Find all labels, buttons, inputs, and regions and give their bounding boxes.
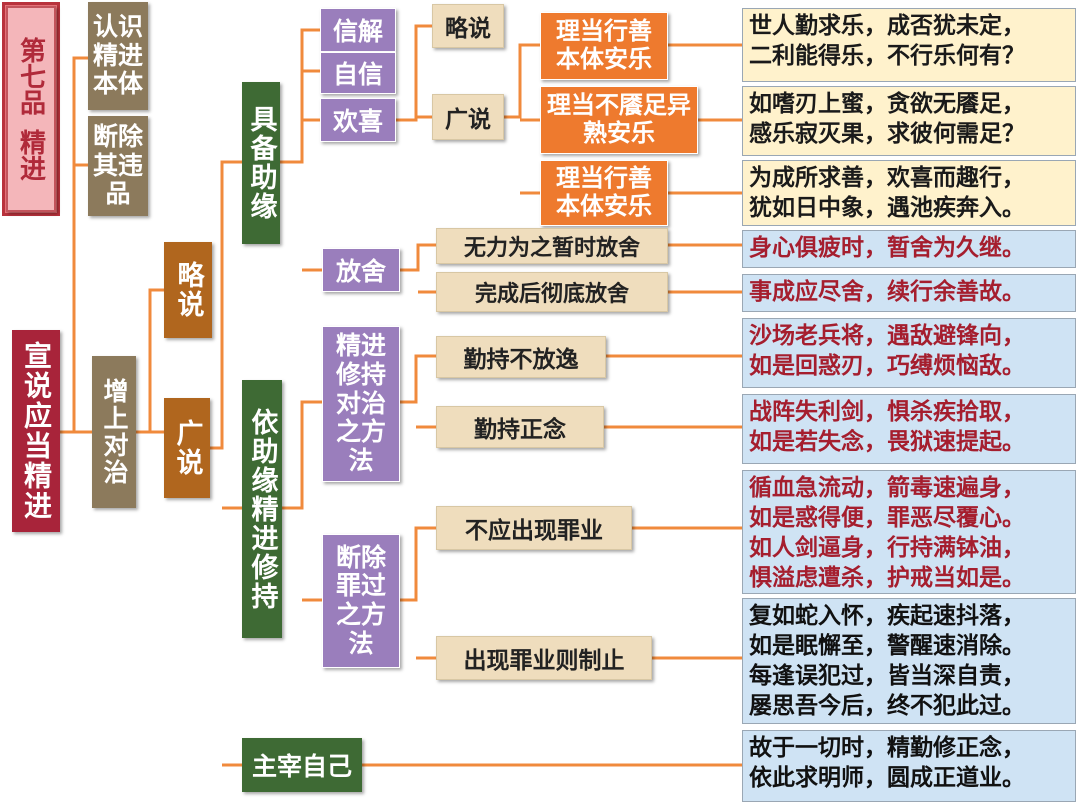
- node-practice-with-aids-label: 依助缘精进修持: [246, 407, 278, 611]
- root-node: 宣说应当精进: [12, 330, 60, 532]
- node-complete-rest-label: 完成后彻底放舍: [474, 282, 629, 307]
- verse-note-2: 如嗜刃上蜜，贪欲无餍足， 感乐寂灭果，求彼何需足？: [742, 86, 1076, 156]
- node-joy-brief: 略说: [432, 4, 504, 48]
- node-diligent-heedful: 勤持不放逸: [436, 336, 606, 378]
- node-aids-label: 具备助缘: [245, 105, 277, 221]
- node-increase-remedy-label: 增上对治: [100, 378, 129, 486]
- node-joy-brief-label: 略说: [445, 16, 491, 42]
- node-temporary-rest: 无力为之暂时放舍: [436, 228, 668, 264]
- node-cut-method-label: 断除罪过之方法: [335, 542, 386, 658]
- node-aids: 具备助缘: [242, 82, 280, 244]
- node-prevent-misdeed-label: 不应出现罪业: [465, 518, 603, 544]
- verse-line: 如嗜刃上蜜，贪欲无餍足，: [749, 91, 1025, 117]
- node-cut-method: 断除罪过之方法: [322, 534, 400, 668]
- verse-line: 犹如日中象，遇池疾奔入。: [749, 195, 1025, 221]
- verse-line: 惧溢虑遭杀，护戒当如是。: [749, 565, 1025, 591]
- node-faith: 信解: [320, 8, 396, 52]
- verse-line: 依此求明师，圆成正道业。: [749, 765, 1025, 791]
- node-diligent-heedful-label: 勤持不放逸: [463, 347, 579, 373]
- verse-line: 世人勤求乐，成否犹未定，: [749, 13, 1025, 39]
- verse-line: 事成应尽舍，续行余善故。: [749, 279, 1025, 305]
- node-faith-label: 信解: [332, 17, 383, 46]
- node-remedy-method-label: 精进修持对治之方法: [335, 331, 386, 476]
- node-extended: 广说: [164, 398, 210, 498]
- verse-line: 故于一切时，精勤修正念，: [749, 735, 1025, 761]
- node-stop-misdeed: 出现罪业则制止: [436, 636, 652, 680]
- node-remedy-method: 精进修持对治之方法: [322, 326, 400, 482]
- node-extended-label: 广说: [171, 419, 203, 477]
- verse-line: 二利能得乐，不行乐何有？: [749, 43, 1025, 69]
- verse-note-9: 复如蛇入怀，疾起速抖落， 如是眠懈至，警醒速消除。 每逢误犯过，皆当深自责， 屡…: [742, 598, 1076, 724]
- verse-note-10: 故于一切时，精勤修正念， 依此求明师，圆成正道业。: [742, 730, 1076, 802]
- node-joy-label: 欢喜: [332, 107, 383, 136]
- root-label: 宣说应当精进: [20, 341, 53, 521]
- verse-line: 如人剑逼身，行持满钵油，: [749, 535, 1025, 561]
- node-rest-label: 放舍: [335, 257, 386, 286]
- verse-line: 战阵失利剑，惧杀疾拾取，: [749, 399, 1025, 425]
- verse-line: 为成所求善，欢喜而趣行，: [749, 165, 1025, 191]
- node-increase-remedy: 增上对治: [92, 356, 136, 508]
- node-master-self-label: 主宰自己: [251, 752, 352, 781]
- verse-line: 如是眠懈至，警醒速消除。: [749, 633, 1025, 659]
- node-brief: 略说: [164, 242, 212, 338]
- verse-line: 如是若失念，畏狱速提起。: [749, 429, 1025, 455]
- verse-line: 如是惑得便，罪恶尽覆心。: [749, 505, 1025, 531]
- node-prevent-misdeed: 不应出现罪业: [436, 506, 632, 550]
- node-master-self: 主宰自己: [242, 738, 362, 792]
- verse-line: 身心俱疲时，暂舍为久继。: [749, 235, 1025, 261]
- node-reason-insatiable-bliss-label: 理当不餍足异熟安乐: [547, 91, 691, 147]
- verse-line: 复如蛇入怀，疾起速抖落，: [749, 603, 1025, 629]
- node-reason-insatiable-bliss: 理当不餍足异熟安乐: [540, 86, 698, 154]
- node-complete-rest: 完成后彻底放舍: [436, 272, 668, 312]
- node-diligent-mindful-label: 勤持正念: [474, 417, 566, 443]
- node-joy-extended-label: 广说: [445, 107, 491, 133]
- node-joy: 欢喜: [320, 98, 396, 142]
- node-brief-label: 略说: [172, 261, 204, 319]
- node-reason-virtue-bliss-2-label: 理当行善本体安乐: [556, 164, 652, 220]
- node-stop-misdeed-label: 出现罪业则制止: [463, 648, 625, 674]
- node-confidence: 自信: [320, 52, 396, 94]
- verse-line: 每逢误犯过，皆当深自责，: [749, 663, 1025, 689]
- node-remove-opposites: 断除其违品: [88, 116, 148, 216]
- verse-note-5: 事成应尽舍，续行余善故。: [742, 274, 1076, 312]
- node-reason-virtue-bliss-1: 理当行善本体安乐: [540, 12, 668, 80]
- verse-note-7: 战阵失利剑，惧杀疾拾取， 如是若失念，畏狱速提起。: [742, 394, 1076, 464]
- verse-note-6: 沙场老兵将，遇敌避锋向， 如是回惑刃，巧缚烦恼敌。: [742, 318, 1076, 388]
- node-rest: 放舍: [322, 248, 400, 292]
- verse-line: 循血急流动，箭毒速遍身，: [749, 475, 1025, 501]
- node-recognize-essence-label: 认识精进本体: [92, 11, 143, 99]
- node-recognize-essence: 认识精进本体: [88, 2, 148, 110]
- verse-line: 沙场老兵将，遇敌避锋向，: [749, 323, 1025, 349]
- chapter-name: 精进: [15, 129, 46, 181]
- chapter-number: 第七品: [15, 37, 46, 115]
- chapter-title-box: 第七品 精进: [6, 6, 56, 212]
- verse-note-1: 世人勤求乐，成否犹未定， 二利能得乐，不行乐何有？: [742, 8, 1076, 82]
- verse-line: 如是回惑刃，巧缚烦恼敌。: [749, 353, 1025, 379]
- node-practice-with-aids: 依助缘精进修持: [242, 380, 282, 638]
- verse-line: 屡思吾今后，终不犯此过。: [749, 693, 1025, 719]
- node-joy-extended: 广说: [432, 94, 504, 140]
- node-temporary-rest-label: 无力为之暂时放舍: [463, 236, 640, 261]
- verse-note-8: 循血急流动，箭毒速遍身， 如是惑得便，罪恶尽覆心。 如人剑逼身，行持满钵油， 惧…: [742, 470, 1076, 594]
- verse-line: 感乐寂灭果，求彼何需足？: [749, 121, 1025, 147]
- node-remove-opposites-label: 断除其违品: [92, 121, 143, 209]
- node-reason-virtue-bliss-1-label: 理当行善本体安乐: [556, 17, 652, 73]
- node-confidence-label: 自信: [332, 60, 383, 89]
- node-diligent-mindful: 勤持正念: [436, 406, 604, 448]
- node-reason-virtue-bliss-2: 理当行善本体安乐: [540, 160, 668, 226]
- verse-note-3: 为成所求善，欢喜而趣行， 犹如日中象，遇池疾奔入。: [742, 160, 1076, 226]
- verse-note-4: 身心俱疲时，暂舍为久继。: [742, 230, 1076, 268]
